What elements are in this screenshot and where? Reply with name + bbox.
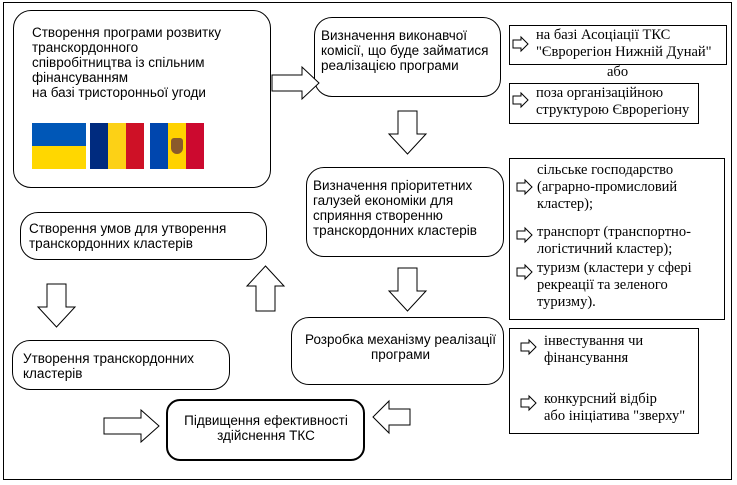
left-arrow-icon xyxy=(372,399,411,435)
branch-option-1: сільське господарство (аграрно-промислов… xyxy=(537,162,678,212)
program-box: Створення програми розвитку транскордонн… xyxy=(13,10,271,188)
mechanism-option-2: конкурсний відбір або ініціатива "зверху… xyxy=(544,391,686,424)
bullet-arrow-icon xyxy=(516,263,533,281)
branches-box: Визначення пріоритетних галузей економік… xyxy=(306,167,504,257)
mechanism-option-1: інвестування чи фінансування xyxy=(544,333,644,366)
commission-text: Визначення виконавчої комісії, що буде з… xyxy=(321,28,489,73)
bullet-arrow-icon xyxy=(516,226,533,244)
efficiency-box: Підвищення ефективності здійснення ТКС xyxy=(166,399,365,461)
bullet-arrow-icon xyxy=(520,394,537,412)
mechanism-text: Розробка механізму реалізації програми xyxy=(305,332,496,362)
right-arrow-icon xyxy=(271,65,320,101)
commission-option-1: на базі Асоціації ТКС "Єврорегіон Нижній… xyxy=(536,27,712,60)
down-arrow-icon xyxy=(36,283,77,328)
flag-ukraine xyxy=(32,123,86,169)
conditions-text: Створення умов для утворення транскордон… xyxy=(29,221,227,251)
right-arrow-icon xyxy=(103,408,160,444)
mechanism-options-box xyxy=(509,328,699,434)
moldova-emblem-icon xyxy=(171,138,183,154)
up-arrow-icon xyxy=(245,265,286,312)
bullet-arrow-icon xyxy=(516,178,533,196)
bullet-arrow-icon xyxy=(520,338,537,356)
branch-option-3: туризм (кластери у сфері рекреації та зе… xyxy=(537,260,692,310)
commission-option-2: поза організаційною структурою Єврорегіо… xyxy=(536,85,690,118)
down-arrow-icon xyxy=(387,110,428,155)
conditions-box: Створення умов для утворення транскордон… xyxy=(20,212,267,260)
commission-option-2-box xyxy=(509,83,699,124)
efficiency-text: Підвищення ефективності здійснення ТКС xyxy=(184,413,348,443)
commission-or-label: або xyxy=(607,64,629,80)
branches-text: Визначення пріоритетних галузей економік… xyxy=(313,178,477,238)
diagram-frame xyxy=(3,2,732,480)
bullet-arrow-icon xyxy=(512,91,529,109)
flag-moldova xyxy=(150,123,204,169)
branch-options-box xyxy=(509,158,725,320)
formation-text: Утворення транскордонних кластерів xyxy=(23,351,195,381)
program-text: Створення програми розвитку транскордонн… xyxy=(32,25,222,100)
commission-option-1-box xyxy=(509,25,727,65)
formation-box: Утворення транскордонних кластерів xyxy=(12,340,230,390)
mechanism-box: Розробка механізму реалізації програми xyxy=(291,317,504,385)
down-arrow-icon xyxy=(387,267,428,312)
branch-option-2: транспорт (транспортно- логістичний клас… xyxy=(537,224,691,257)
commission-box: Визначення виконавчої комісії, що буде з… xyxy=(314,17,501,97)
bullet-arrow-icon xyxy=(512,35,529,53)
flag-romania xyxy=(90,123,144,169)
